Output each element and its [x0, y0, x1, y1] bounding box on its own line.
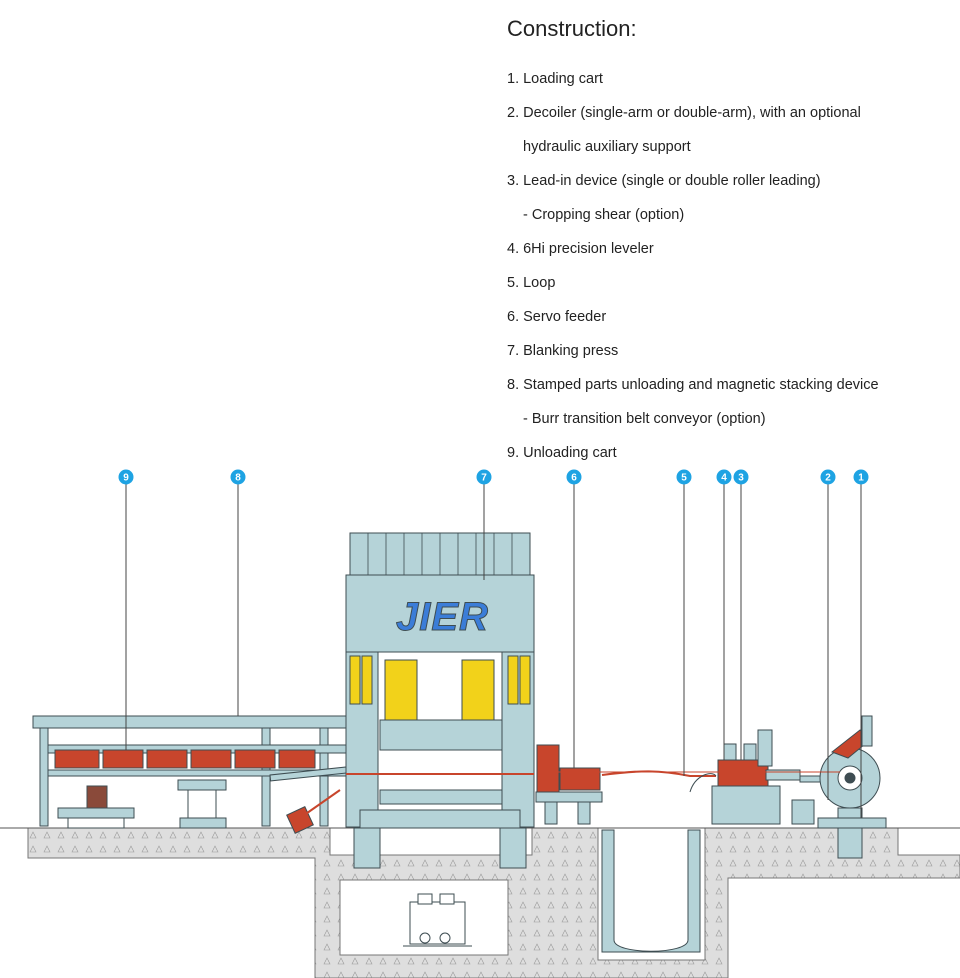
- construction-heading: Construction:: [507, 16, 637, 41]
- servo-feeder: [535, 744, 603, 825]
- marker-leaders: [125, 484, 862, 818]
- construction-item-continuation: hydraulic auxiliary support: [523, 139, 691, 155]
- marker-4: 4: [716, 469, 732, 485]
- leveler: [711, 729, 801, 825]
- construction-item: 4. 6Hi precision leveler: [507, 241, 654, 257]
- svg-text:1: 1: [858, 473, 864, 484]
- press-brand-logo: JIER: [396, 595, 489, 639]
- construction-item: 7. Blanking press: [507, 343, 619, 359]
- construction-item-option: - Cropping shear (option): [523, 207, 685, 223]
- construction-item: 9. Unloading cart: [507, 445, 617, 461]
- marker-3: 3: [733, 469, 749, 485]
- marker-7: 7: [476, 469, 492, 485]
- foundation: [0, 827, 960, 978]
- marker-1: 1: [853, 469, 869, 485]
- construction-item: 2. Decoiler (single-arm or double-arm), …: [507, 105, 861, 121]
- construction-list-panel: Construction: 1. Loading cart 2. Decoile…: [507, 14, 947, 470]
- marker-8: 8: [230, 469, 246, 485]
- construction-item: 3. Lead-in device (single or double roll…: [507, 173, 821, 189]
- marker-6: 6: [566, 469, 582, 485]
- svg-text:3: 3: [738, 473, 744, 484]
- construction-items: 1. Loading cart 2. Decoiler (single-arm …: [507, 62, 947, 470]
- construction-item: 5. Loop: [507, 275, 556, 291]
- svg-text:5: 5: [681, 473, 687, 484]
- svg-text:8: 8: [235, 473, 241, 484]
- svg-text:7: 7: [481, 473, 487, 484]
- svg-text:9: 9: [123, 473, 129, 484]
- marker-5: 5: [676, 469, 692, 485]
- blanking-press: JIER: [345, 532, 535, 869]
- svg-text:4: 4: [721, 473, 727, 484]
- pit-machinery: [403, 893, 472, 947]
- loop-strip: [601, 770, 717, 793]
- construction-item: 1. Loading cart: [507, 71, 603, 87]
- marker-9: 9: [118, 469, 134, 485]
- markers: 9 8 7 6 5 4 3 2: [118, 469, 869, 485]
- svg-text:6: 6: [571, 473, 577, 484]
- marker-2: 2: [820, 469, 836, 485]
- construction-item: 8. Stamped parts unloading and magnetic …: [507, 377, 879, 393]
- transition-conveyor: [269, 765, 361, 834]
- stacking-frame: [32, 715, 349, 829]
- construction-item: 6. Servo feeder: [507, 309, 607, 325]
- construction-item-option: - Burr transition belt conveyor (option): [523, 411, 766, 427]
- svg-text:2: 2: [825, 473, 831, 484]
